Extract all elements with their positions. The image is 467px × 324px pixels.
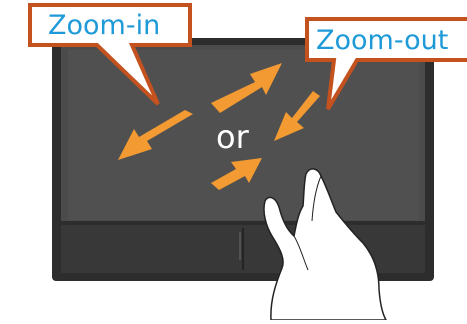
zoom-in-label: Zoom-in <box>48 12 160 39</box>
zoom-out-label: Zoom-out <box>316 27 448 54</box>
touchpad <box>52 38 434 281</box>
or-label: or <box>216 121 249 153</box>
